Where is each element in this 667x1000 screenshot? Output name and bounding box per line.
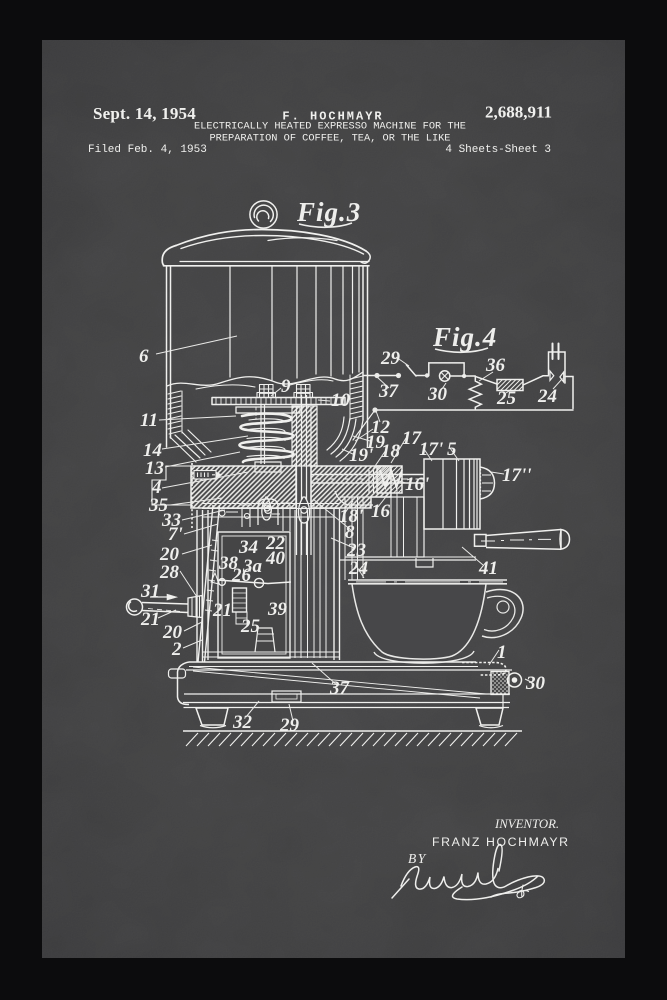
svg-text:Fig.3: Fig.3 bbox=[296, 197, 361, 227]
svg-text:24: 24 bbox=[537, 386, 557, 407]
svg-text:1: 1 bbox=[497, 642, 507, 663]
svg-text:11: 11 bbox=[140, 410, 158, 431]
svg-text:32: 32 bbox=[232, 712, 253, 733]
svg-text:Filed Feb. 4, 1953: Filed Feb. 4, 1953 bbox=[88, 144, 207, 156]
svg-text:41: 41 bbox=[478, 558, 498, 579]
svg-text:33: 33 bbox=[161, 510, 181, 531]
svg-text:39: 39 bbox=[267, 599, 288, 620]
svg-text:30: 30 bbox=[525, 673, 546, 694]
svg-text:F. HOCHMAYR: F. HOCHMAYR bbox=[282, 110, 383, 124]
svg-text:2,688,911: 2,688,911 bbox=[485, 103, 552, 122]
svg-text:ELECTRICALLY HEATED EXPRESSO M: ELECTRICALLY HEATED EXPRESSO MACHINE FOR… bbox=[194, 121, 466, 133]
svg-text:8: 8 bbox=[345, 522, 355, 543]
svg-text:4: 4 bbox=[151, 477, 162, 498]
svg-text:36: 36 bbox=[485, 355, 506, 376]
svg-text:40: 40 bbox=[265, 548, 286, 569]
svg-text:BY: BY bbox=[408, 851, 427, 866]
svg-text:21: 21 bbox=[140, 609, 160, 630]
svg-text:18': 18' bbox=[339, 506, 363, 527]
svg-text:38: 38 bbox=[218, 553, 239, 574]
svg-text:10: 10 bbox=[331, 390, 351, 411]
svg-text:PREPARATION OF COFFEE, TEA, OR: PREPARATION OF COFFEE, TEA, OR THE LIKE bbox=[210, 132, 451, 144]
svg-text:30: 30 bbox=[427, 384, 448, 405]
svg-text:FRANZ HOCHMAYR: FRANZ HOCHMAYR bbox=[432, 835, 570, 849]
svg-text:Fig.4: Fig.4 bbox=[432, 322, 497, 352]
svg-text:12: 12 bbox=[371, 417, 391, 438]
svg-text:29: 29 bbox=[279, 715, 300, 736]
svg-text:Sept. 14, 1954: Sept. 14, 1954 bbox=[93, 104, 196, 123]
svg-text:INVENTOR.: INVENTOR. bbox=[494, 817, 559, 831]
svg-text:18: 18 bbox=[381, 441, 401, 462]
svg-text:4 Sheets-Sheet 3: 4 Sheets-Sheet 3 bbox=[445, 144, 551, 156]
svg-text:5: 5 bbox=[447, 439, 457, 460]
svg-text:17: 17 bbox=[402, 428, 423, 449]
svg-text:35: 35 bbox=[148, 495, 169, 516]
svg-text:34: 34 bbox=[238, 537, 258, 558]
svg-text:24: 24 bbox=[348, 558, 368, 579]
svg-text:37: 37 bbox=[329, 678, 351, 699]
svg-text:20: 20 bbox=[159, 544, 180, 565]
svg-text:20: 20 bbox=[162, 622, 183, 643]
svg-text:21: 21 bbox=[212, 600, 232, 621]
svg-text:2: 2 bbox=[171, 639, 182, 660]
svg-text:19': 19' bbox=[349, 445, 373, 466]
svg-text:28: 28 bbox=[159, 562, 180, 583]
svg-text:7': 7' bbox=[168, 524, 183, 545]
svg-text:6: 6 bbox=[139, 346, 149, 367]
svg-text:17'': 17'' bbox=[502, 465, 532, 486]
svg-text:29: 29 bbox=[380, 348, 401, 369]
svg-text:25: 25 bbox=[240, 616, 261, 637]
svg-text:37: 37 bbox=[378, 381, 400, 402]
svg-text:31: 31 bbox=[140, 581, 160, 602]
svg-text:22: 22 bbox=[265, 533, 286, 554]
svg-text:19: 19 bbox=[366, 432, 386, 453]
svg-text:16': 16' bbox=[405, 474, 429, 495]
svg-text:26: 26 bbox=[231, 565, 252, 586]
svg-text:25: 25 bbox=[496, 388, 517, 409]
svg-text:14: 14 bbox=[143, 440, 162, 461]
svg-text:23: 23 bbox=[346, 540, 366, 561]
svg-text:9: 9 bbox=[281, 376, 291, 397]
svg-text:17': 17' bbox=[419, 439, 443, 460]
svg-text:3a: 3a bbox=[242, 556, 263, 577]
svg-text:16: 16 bbox=[371, 501, 391, 522]
svg-text:13: 13 bbox=[145, 458, 164, 479]
